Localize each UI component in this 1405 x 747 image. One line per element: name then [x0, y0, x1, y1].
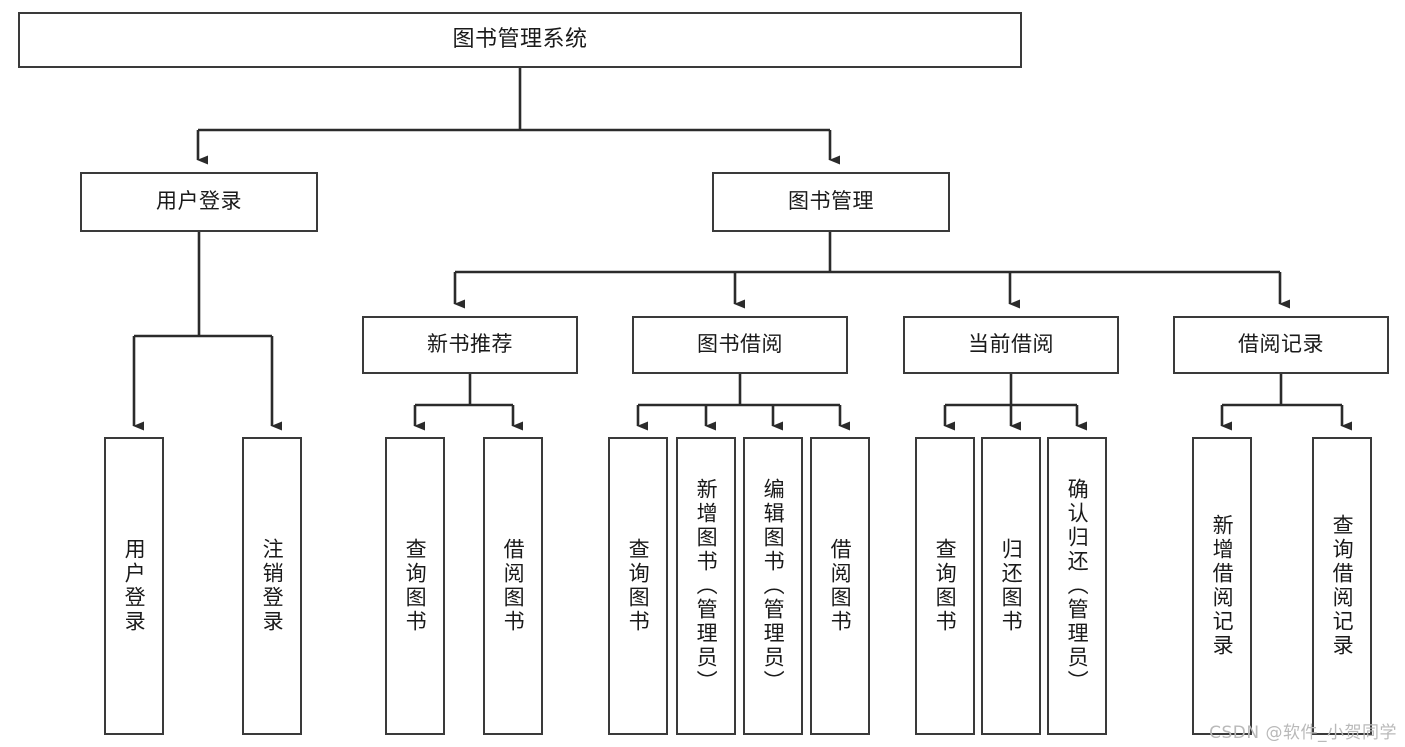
leaf-borrow-borrow-book[interactable]: 借阅图书: [810, 437, 870, 735]
node-label: 查询借阅记录: [1330, 514, 1355, 658]
leaf-record-add-borrow-record[interactable]: 新增借阅记录: [1192, 437, 1252, 735]
node-label: 查询图书: [626, 538, 651, 634]
leaf-current-confirm-return-admin[interactable]: 确认归还（管理员）: [1047, 437, 1107, 735]
node-label: 借阅图书: [501, 538, 526, 634]
csdn-watermark: CSDN @软件_小贺同学: [1209, 723, 1397, 743]
node-root-book-management-system[interactable]: 图书管理系统: [18, 12, 1022, 68]
node-label: 编辑图书（管理员）: [761, 478, 786, 694]
leaf-user-login-login[interactable]: 用户登录: [104, 437, 164, 735]
node-new-book-recommend[interactable]: 新书推荐: [362, 316, 578, 374]
node-label: 图书借阅: [697, 332, 783, 357]
leaf-borrow-query-book[interactable]: 查询图书: [608, 437, 668, 735]
node-label: 归还图书: [999, 538, 1024, 634]
node-label: 注销登录: [260, 538, 285, 634]
node-label: 图书管理系统: [452, 26, 588, 52]
node-label: 用户登录: [122, 538, 147, 634]
leaf-new-book-borrow[interactable]: 借阅图书: [483, 437, 543, 735]
node-label: 借阅图书: [828, 538, 853, 634]
node-label: 当前借阅: [968, 332, 1054, 357]
node-book-borrow[interactable]: 图书借阅: [632, 316, 848, 374]
node-label: 借阅记录: [1238, 332, 1324, 357]
node-label: 新增借阅记录: [1210, 514, 1235, 658]
leaf-borrow-edit-book-admin[interactable]: 编辑图书（管理员）: [743, 437, 803, 735]
node-user-login[interactable]: 用户登录: [80, 172, 318, 232]
leaf-current-return-book[interactable]: 归还图书: [981, 437, 1041, 735]
leaf-user-login-logout[interactable]: 注销登录: [242, 437, 302, 735]
leaf-record-query-borrow-record[interactable]: 查询借阅记录: [1312, 437, 1372, 735]
node-label: 新书推荐: [427, 332, 513, 357]
node-label: 用户登录: [156, 189, 242, 214]
node-label: 查询图书: [403, 538, 428, 634]
node-current-borrow[interactable]: 当前借阅: [903, 316, 1119, 374]
leaf-new-book-query[interactable]: 查询图书: [385, 437, 445, 735]
leaf-current-query-book[interactable]: 查询图书: [915, 437, 975, 735]
node-label: 新增图书（管理员）: [694, 478, 719, 694]
node-borrow-record[interactable]: 借阅记录: [1173, 316, 1389, 374]
leaf-borrow-add-book-admin[interactable]: 新增图书（管理员）: [676, 437, 736, 735]
node-label: 确认归还（管理员）: [1065, 478, 1090, 694]
node-label: 图书管理: [788, 189, 874, 214]
node-label: 查询图书: [933, 538, 958, 634]
node-book-management[interactable]: 图书管理: [712, 172, 950, 232]
